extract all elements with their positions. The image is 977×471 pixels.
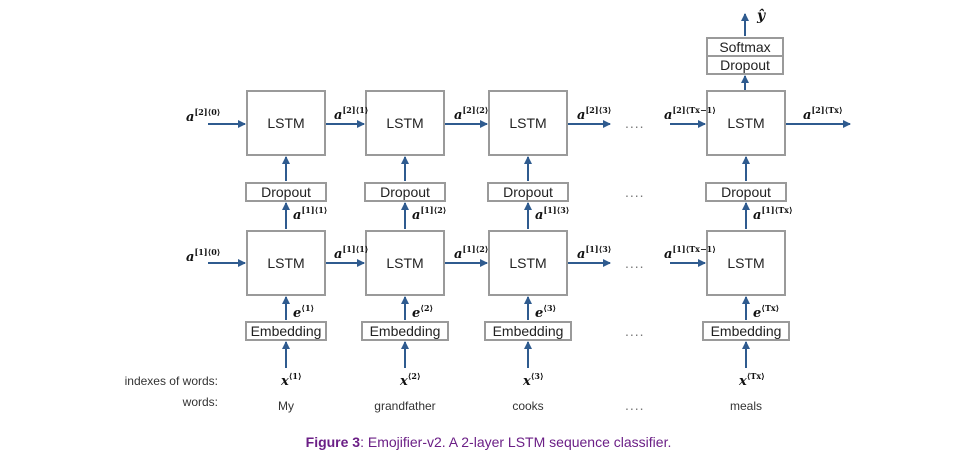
x-symbol-1: x⟨1⟩: [280, 371, 302, 389]
a2-horizontal-symbol-2: a[2]⟨2⟩: [454, 105, 488, 123]
lstm-layer1-cell-2: [365, 230, 445, 296]
a2-horizontal-symbol-3: a[2]⟨3⟩: [577, 105, 611, 123]
dropout-layer2-final: [706, 55, 784, 75]
column-3: LSTM Dropout LSTM Embedding x⟨3⟩ e⟨3⟩ a[…: [484, 90, 572, 413]
a1-pre-last-symbol: a[1]⟨Tx−1⟩: [664, 244, 716, 262]
lstm-layer2-label-last: LSTM: [727, 115, 764, 131]
dropout-layer1-2: [364, 182, 446, 202]
layer2-recurrent-arrows: a[2]⟨0⟩ a[2]⟨1⟩ a[2]⟨2⟩ a[2]⟨3⟩ a[2]⟨Tx−…: [186, 105, 851, 128]
a2-final-symbol: a[2]⟨Tx⟩: [803, 105, 843, 123]
a1-vertical-symbol-3: a[1]⟨3⟩: [535, 205, 569, 223]
lstm-layer1-cell-last: [706, 230, 786, 296]
a1-vertical-symbol-1: a[1]⟨1⟩: [293, 205, 327, 223]
a2-pre-last-symbol: a[2]⟨Tx−1⟩: [664, 105, 716, 123]
softmax-label: Softmax: [719, 39, 770, 55]
ellipsis-group: .... .... .... .... ....: [625, 115, 645, 413]
dropout-label-3: Dropout: [503, 184, 553, 200]
lstm-layer1-label-last: LSTM: [727, 255, 764, 271]
x-symbol-3: x⟨3⟩: [522, 371, 544, 389]
lstm-layer2-label-1: LSTM: [267, 115, 304, 131]
embedding-label-3: Embedding: [493, 323, 564, 339]
embedding-3: [484, 321, 572, 341]
column-2: LSTM Dropout LSTM Embedding x⟨2⟩ e⟨2⟩ a[…: [361, 90, 449, 413]
embedding-last: [702, 321, 790, 341]
dropout-layer1-last: [705, 182, 787, 202]
embedding-2: [361, 321, 449, 341]
lstm-architecture-diagram: LSTM Dropout LSTM Embedding x⟨1⟩ e⟨1⟩ a[…: [125, 7, 851, 413]
word-2: grandfather: [374, 399, 435, 413]
figure-caption: Figure 3: Emojifier-v2. A 2-layer LSTM s…: [0, 434, 977, 450]
lstm-layer2-cell-1: [246, 90, 326, 156]
lstm-layer2-cell-3: [488, 90, 568, 156]
dropout-label-1: Dropout: [261, 184, 311, 200]
e-symbol-3: e⟨3⟩: [535, 303, 556, 321]
ellipsis-words: ....: [625, 397, 645, 413]
embedding-label-1: Embedding: [251, 323, 322, 339]
lstm-layer2-label-2: LSTM: [386, 115, 423, 131]
word-3: cooks: [512, 399, 543, 413]
a1-vertical-symbol-last: a[1]⟨Tx⟩: [753, 205, 793, 223]
e-symbol-last: e⟨Tx⟩: [753, 303, 779, 321]
ellipsis-dropout: ....: [625, 184, 645, 200]
ellipsis-embedding: ....: [625, 323, 645, 339]
lstm-layer1-label-3: LSTM: [509, 255, 546, 271]
e-symbol-2: e⟨2⟩: [412, 303, 433, 321]
word-1: My: [278, 399, 294, 413]
ellipsis-layer2: ....: [625, 115, 645, 131]
figure-label: Figure 3: [305, 434, 361, 450]
a2-initial-symbol: a[2]⟨0⟩: [186, 107, 220, 125]
y-hat-symbol: ŷ: [756, 7, 766, 24]
dropout-final-label: Dropout: [720, 57, 770, 73]
dropout-layer1-3: [487, 182, 569, 202]
lstm-layer1-label-1: LSTM: [267, 255, 304, 271]
indexes-row-label: indexes of words:: [125, 374, 218, 388]
a1-horizontal-symbol-2: a[1]⟨2⟩: [454, 244, 488, 262]
a1-horizontal-symbol-1: a[1]⟨1⟩: [334, 244, 368, 262]
embedding-label-last: Embedding: [711, 323, 782, 339]
lstm-layer2-cell-last: [706, 90, 786, 156]
lstm-layer2-label-3: LSTM: [509, 115, 546, 131]
a1-vertical-symbol-2: a[1]⟨2⟩: [412, 205, 446, 223]
x-symbol-2: x⟨2⟩: [399, 371, 421, 389]
word-last: meals: [730, 399, 762, 413]
lstm-layer2-cell-2: [365, 90, 445, 156]
dropout-label-last: Dropout: [721, 184, 771, 200]
dropout-label-2: Dropout: [380, 184, 430, 200]
a1-horizontal-symbol-3: a[1]⟨3⟩: [577, 244, 611, 262]
words-row-label: words:: [182, 395, 218, 409]
x-symbol-last: x⟨Tx⟩: [738, 371, 765, 389]
layer1-recurrent-arrows: a[1]⟨0⟩ a[1]⟨1⟩ a[1]⟨2⟩ a[1]⟨3⟩ a[1]⟨Tx−…: [186, 244, 716, 267]
column-last: Softmax Dropout ŷ LSTM Dropout LSTM Embe…: [702, 7, 793, 413]
column-1: LSTM Dropout LSTM Embedding x⟨1⟩ e⟨1⟩ a[…: [245, 90, 327, 413]
figure-caption-text: : Emojifier-v2. A 2-layer LSTM sequence …: [360, 434, 672, 450]
a2-horizontal-symbol-1: a[2]⟨1⟩: [334, 105, 368, 123]
embedding-1: [245, 321, 327, 341]
a1-initial-symbol: a[1]⟨0⟩: [186, 247, 220, 265]
ellipsis-layer1: ....: [625, 255, 645, 271]
dropout-layer1-1: [245, 182, 327, 202]
lstm-layer1-cell-1: [246, 230, 326, 296]
e-symbol-1: e⟨1⟩: [293, 303, 314, 321]
embedding-label-2: Embedding: [370, 323, 441, 339]
lstm-layer1-label-2: LSTM: [386, 255, 423, 271]
lstm-layer1-cell-3: [488, 230, 568, 296]
